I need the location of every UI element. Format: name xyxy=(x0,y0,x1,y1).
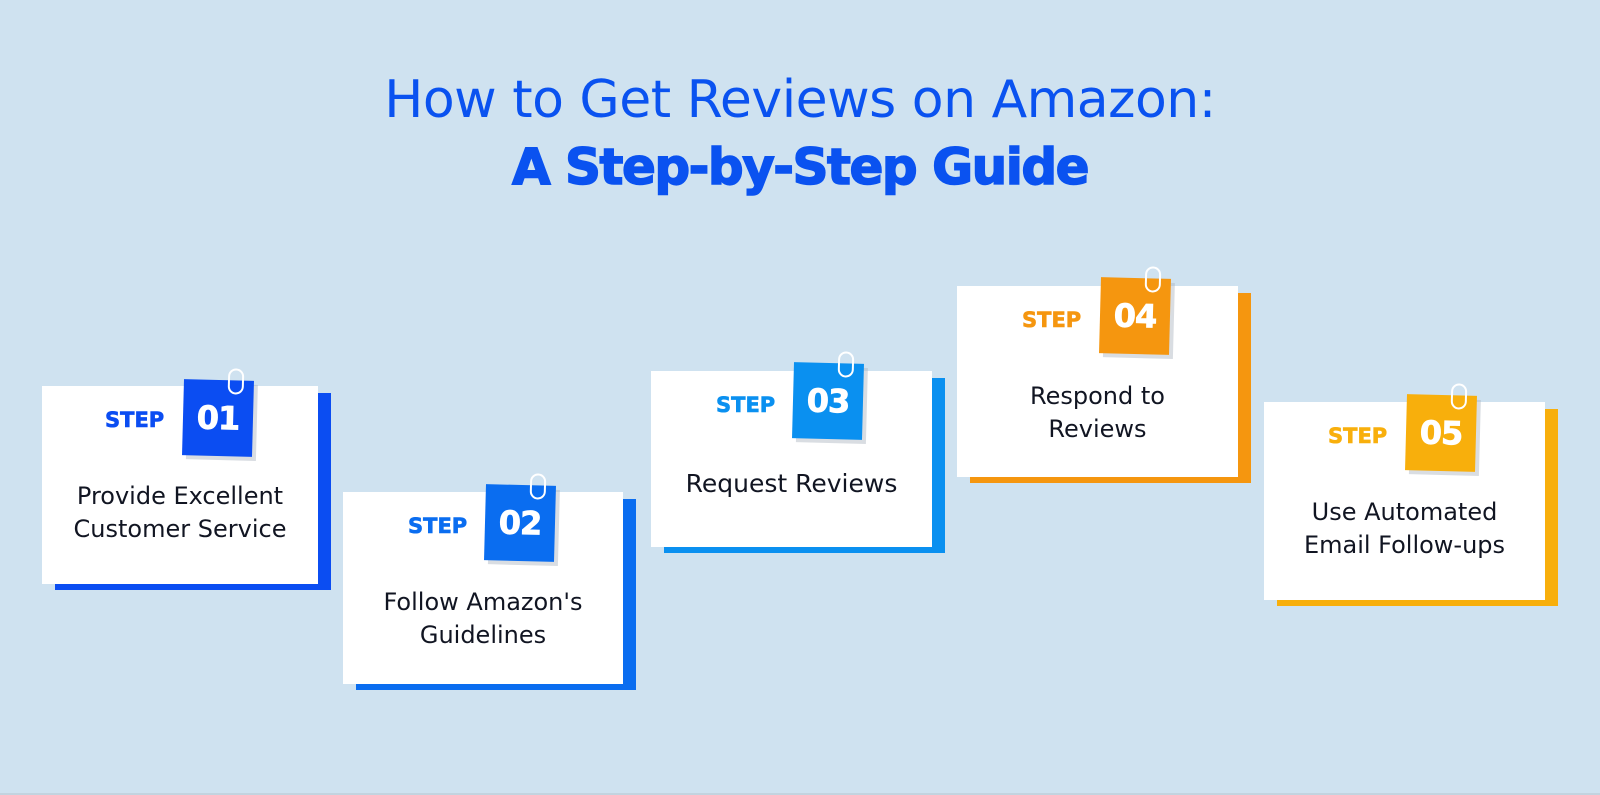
step-card-04: STEP 04 Respond to Reviews xyxy=(957,266,1251,483)
card-face xyxy=(1264,402,1545,600)
step-card-03: STEP 03 Request Reviews xyxy=(651,351,945,553)
card-face xyxy=(957,286,1238,477)
step-number-badge: 01 xyxy=(182,368,254,457)
step-description-line-1: Respond to xyxy=(1030,382,1165,410)
paperclip-icon xyxy=(227,368,245,395)
step-number: 02 xyxy=(498,503,542,543)
step-number-badge: 04 xyxy=(1099,266,1171,355)
step-description: Request Reviews xyxy=(651,467,932,500)
paperclip-icon xyxy=(1144,266,1162,293)
step-description: Respond to Reviews xyxy=(957,380,1238,446)
step-card-02: STEP 02 Follow Amazon's Guidelines xyxy=(343,473,636,690)
step-description: Follow Amazon's Guidelines xyxy=(343,586,623,652)
step-number-badge: 05 xyxy=(1405,383,1477,472)
title-line-2: A Step-by-Step Guide xyxy=(511,137,1090,197)
step-number: 05 xyxy=(1419,413,1463,453)
step-card-05: STEP 05 Use Automated Email Follow-ups xyxy=(1264,383,1558,606)
step-description-line-2: Email Follow-ups xyxy=(1303,531,1506,559)
paperclip-icon xyxy=(1450,383,1468,410)
step-description-line-2: Reviews xyxy=(1048,415,1147,443)
paperclip-icon xyxy=(837,351,855,378)
step-description-line-1: Follow Amazon's xyxy=(383,588,583,616)
step-number-badge: 03 xyxy=(792,351,864,440)
step-description-line-1: Request Reviews xyxy=(685,469,898,498)
step-description: Provide Excellent Customer Service xyxy=(42,480,318,546)
step-label: STEP xyxy=(1328,424,1388,449)
step-label: STEP xyxy=(716,393,776,418)
paperclip-icon xyxy=(529,473,547,500)
step-label: STEP xyxy=(408,514,468,539)
bottom-border xyxy=(0,793,1600,795)
step-card-01: STEP 01 Provide Excellent Customer Servi… xyxy=(42,368,331,590)
title-line-1: How to Get Reviews on Amazon: xyxy=(384,70,1216,130)
card-face xyxy=(343,492,623,684)
title-block: How to Get Reviews on Amazon: A Step-by-… xyxy=(0,66,1600,200)
step-description-line-1: Provide Excellent xyxy=(76,482,284,510)
card-face xyxy=(42,386,318,584)
step-description: Use Automated Email Follow-ups xyxy=(1264,496,1545,562)
step-number-badge: 02 xyxy=(484,473,556,562)
step-description-line-1: Use Automated xyxy=(1311,498,1498,526)
step-number: 01 xyxy=(196,398,240,438)
step-description-line-2: Customer Service xyxy=(73,515,287,543)
step-label: STEP xyxy=(105,408,165,433)
step-label: STEP xyxy=(1022,308,1082,333)
card-face xyxy=(651,371,932,547)
step-number: 03 xyxy=(806,381,850,421)
step-number: 04 xyxy=(1113,296,1157,336)
step-description-line-2: Guidelines xyxy=(419,621,547,649)
